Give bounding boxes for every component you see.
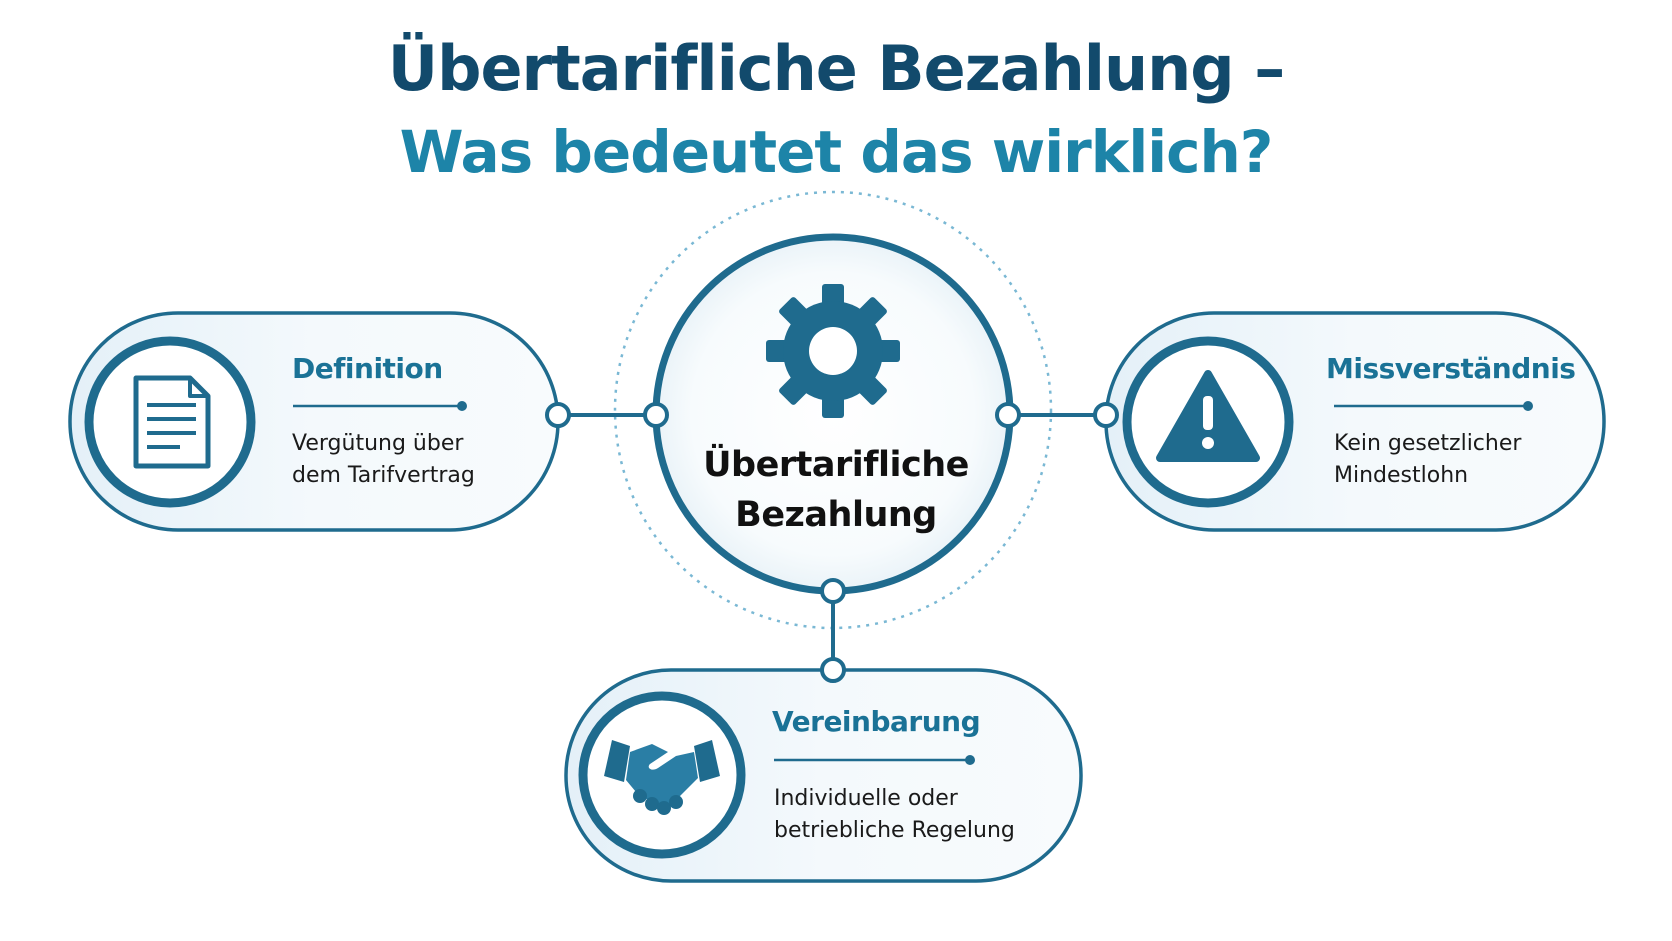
gear-icon bbox=[766, 284, 900, 418]
node-vereinbarung bbox=[564, 668, 1083, 883]
warning-icon bbox=[1156, 370, 1260, 462]
node-missverstaendnis bbox=[1104, 311, 1606, 532]
node-definition bbox=[68, 311, 560, 532]
missverstaendnis-title: Missverständnis bbox=[1326, 352, 1576, 385]
handshake-icon bbox=[604, 740, 720, 815]
missverstaendnis-desc-line2: Mindestlohn bbox=[1334, 463, 1469, 488]
vereinbarung-title: Vereinbarung bbox=[772, 705, 981, 738]
center-label-line2: Bezahlung bbox=[735, 495, 937, 535]
main-title: Übertarifliche Bezahlung – bbox=[387, 32, 1286, 105]
definition-desc-line1: Vergütung über bbox=[292, 431, 464, 456]
vereinbarung-description: Individuelle oder betriebliche Regelung bbox=[774, 783, 1054, 847]
definition-title: Definition bbox=[292, 352, 443, 385]
vereinbarung-desc-line2: betriebliche Regelung bbox=[774, 818, 1015, 843]
missverstaendnis-description: Kein gesetzlicher Mindestlohn bbox=[1334, 428, 1574, 492]
definition-description: Vergütung über dem Tarifvertrag bbox=[292, 428, 532, 492]
center-label: Übertarifliche Bezahlung bbox=[656, 440, 1016, 540]
definition-desc-line2: dem Tarifvertrag bbox=[292, 463, 475, 488]
main-subtitle: Was bedeutet das wirklich? bbox=[399, 118, 1274, 186]
document-icon bbox=[133, 375, 211, 469]
center-label-line1: Übertarifliche bbox=[703, 445, 969, 485]
connector-nodes bbox=[545, 402, 1119, 683]
missverstaendnis-desc-line1: Kein gesetzlicher bbox=[1334, 431, 1522, 456]
vereinbarung-desc-line1: Individuelle oder bbox=[774, 786, 958, 811]
